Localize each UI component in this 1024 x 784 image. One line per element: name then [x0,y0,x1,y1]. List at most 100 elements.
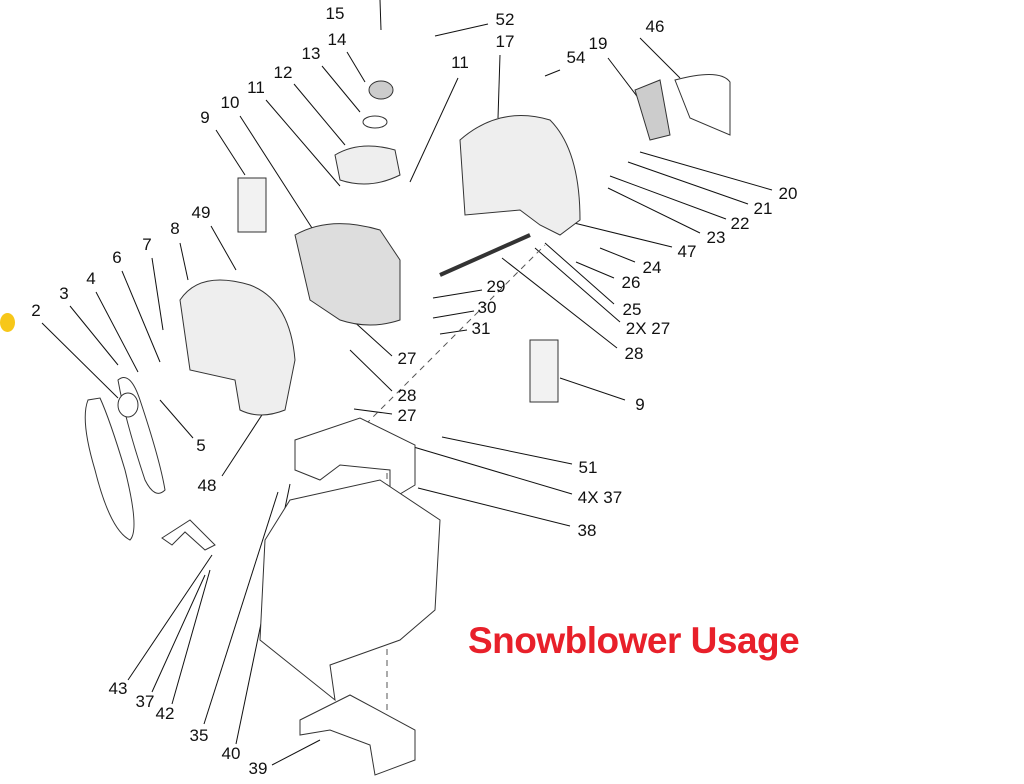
callout-label: 2X 27 [625,319,671,338]
leader-line [353,408,393,415]
callout-label: 48 [197,476,217,495]
cap-gasket [362,115,388,129]
highlight-marker [0,313,15,332]
callout-label: 31 [471,319,491,338]
callout-label: 11 [451,53,469,72]
leader-line [599,247,636,263]
diagram-title: Snowblower Usage [468,620,800,661]
engine [294,223,401,326]
leader-line [121,270,161,363]
leader-line [639,151,773,191]
callout-label: 49 [191,203,211,222]
callout-label: 43 [108,679,128,698]
engine-shroud-left [179,279,296,416]
callout-label: 38 [577,521,597,540]
base-plate [299,694,416,776]
callout-label: 21 [753,199,773,218]
callout-label: 8 [170,219,180,238]
callout-label: 37 [135,692,155,711]
callout-label: 7 [142,235,152,254]
callout-label: 29 [486,277,506,296]
leader-line [215,129,246,176]
leader-line [544,69,561,77]
callout-label: 4 [86,269,96,288]
callout-label: 26 [621,273,641,292]
handle-grip [634,79,671,141]
callout-label: 35 [189,726,209,745]
leader-line [432,289,483,299]
leader-line [349,349,393,392]
leader-line [379,0,382,31]
filter-box-upper [237,177,267,233]
bracket-small [161,519,216,551]
leader-line [434,23,489,37]
callout-label: 20 [778,184,798,203]
callout-label: 6 [112,248,122,267]
fuel-cap [368,80,394,100]
leader-line [271,739,321,766]
leader-line [544,242,615,305]
leader-line [609,175,727,220]
leader-line [439,329,468,335]
pulley [117,392,139,418]
leader-line [210,225,237,271]
leader-line [389,439,573,495]
leader-line [607,187,701,234]
callout-label: 15 [325,4,345,23]
callout-label: 12 [273,63,293,82]
callout-label: 10 [220,93,240,112]
callout-label: 17 [495,32,515,51]
leader-line [432,310,475,319]
leader-line [41,322,119,399]
leader-line [534,247,621,323]
callout-label: 14 [327,30,347,49]
leader-line [151,574,206,693]
leader-line [321,65,361,113]
leader-line [69,305,119,366]
drive-shaft [439,233,531,277]
leader-line [159,399,194,439]
callout-label: 9 [635,395,645,414]
shield [674,74,731,136]
callout-label: 42 [155,704,175,723]
frame [259,479,441,702]
callout-label: 28 [624,344,644,363]
callout-label: 9 [200,108,210,127]
callout-label: 11 [247,78,265,97]
leader-line [501,257,618,349]
leader-line [627,161,749,205]
callout-label: 3 [59,284,69,303]
leader-line [239,115,313,229]
callout-label: 46 [645,17,665,36]
leader-line [639,37,681,79]
leader-line [346,51,366,83]
leader-line [203,491,279,725]
leader-line [559,377,626,401]
mount-bracket [294,417,416,501]
callout-label: 4X 37 [577,488,623,507]
callout-label: 25 [622,300,642,319]
callout-label: 52 [495,10,515,29]
callout-label: 39 [248,759,268,778]
callout-label: 5 [196,436,206,455]
leader-line [409,77,459,183]
callout-label: 47 [677,242,697,261]
leader-line [293,83,346,146]
callout-label: 54 [566,48,586,67]
leader-line [441,436,573,465]
engine-cover-right [459,115,581,236]
filter-box-lower [529,339,559,403]
belt [84,377,166,541]
fuel-tank [334,145,401,185]
callout-label: 27 [397,349,417,368]
leader-line [497,54,501,119]
leader-line [569,221,673,248]
callout-label: 28 [397,386,417,405]
callout-label: 40 [221,744,241,763]
callout-label: 51 [578,458,598,477]
leader-line [179,242,189,281]
callout-label: 2 [31,301,41,320]
callout-label: 22 [730,214,750,233]
leader-line [171,569,211,705]
